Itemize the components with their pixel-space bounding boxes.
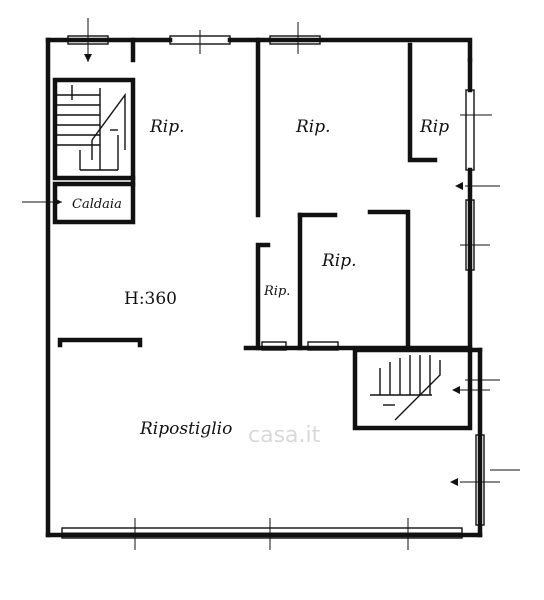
arrows	[84, 22, 500, 486]
interior-walls	[57, 37, 473, 351]
room-label-rip-3: Rip	[419, 117, 449, 137]
staircase-top-left	[52, 77, 136, 181]
room-label-rip-4: Rip.	[321, 251, 357, 271]
room-label-rip-2: Rip.	[295, 117, 331, 137]
room-label-rip-1: Rip.	[149, 117, 185, 137]
room-label-ripostiglio: Ripostiglio	[139, 419, 232, 439]
room-label-rip-5: Rip.	[263, 284, 290, 299]
room-label-caldaia: Caldaia	[72, 197, 122, 212]
windows	[61, 35, 485, 539]
caldaia-room	[30, 181, 136, 225]
door-marks	[261, 341, 339, 351]
room-label-height: H:360	[124, 289, 177, 309]
room-labels: Rip. Rip. Rip Rip. Rip. Caldaia H:360 Ri…	[72, 117, 449, 439]
watermark: casa.it	[248, 423, 321, 448]
